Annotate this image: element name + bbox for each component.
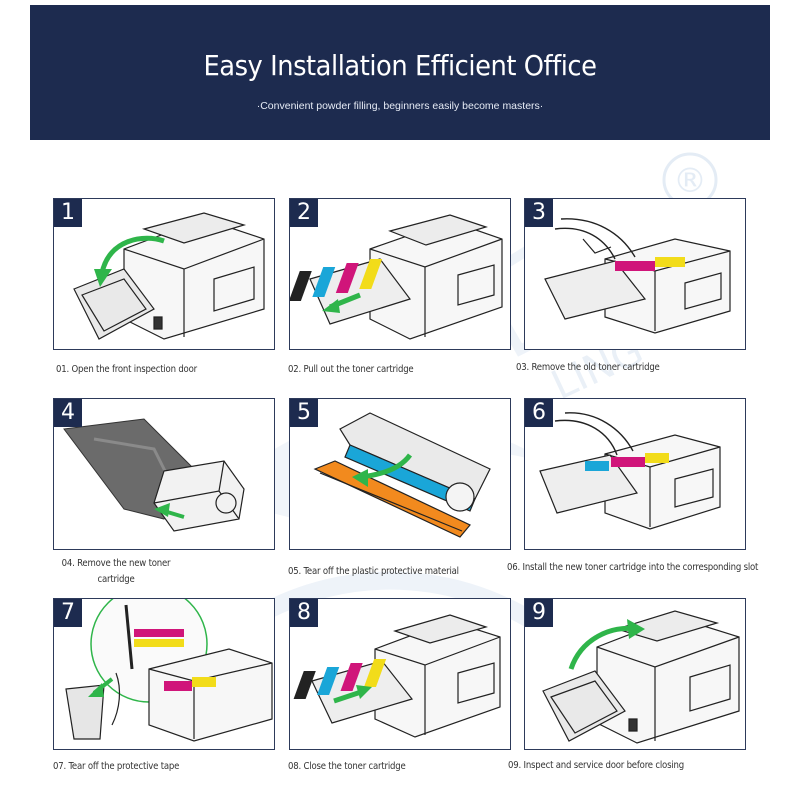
printer-close-toner-illustration	[293, 614, 501, 738]
printer-close-door-illustration	[542, 610, 740, 744]
step-9-panel: 9	[524, 598, 746, 750]
step-1-number: 1	[54, 199, 82, 227]
printer-open-door-illustration	[73, 212, 265, 340]
page-title: Easy Installation Efficient Office	[203, 49, 597, 82]
step-5-caption: 05. Tear off the plastic protective mate…	[288, 566, 459, 577]
step-1-panel: 1	[53, 198, 275, 350]
tear-protective-tape-illustration	[65, 599, 273, 742]
step-5-number: 5	[290, 399, 318, 427]
printer-remove-old-toner-illustration	[544, 218, 731, 334]
header-banner: Easy Installation Efficient Office ·Conv…	[30, 5, 770, 140]
step-4-caption: 04. Remove the new toner cartridge	[61, 558, 171, 585]
step-8-caption: 08. Close the toner cartridge	[288, 761, 406, 772]
step-9-caption: 09. Inspect and service door before clos…	[508, 760, 684, 771]
step-2-caption: 02. Pull out the toner cartridge	[288, 364, 414, 375]
printer-pull-toner-illustration	[290, 214, 503, 340]
step-6-number: 6	[525, 399, 553, 427]
step-2-number: 2	[290, 199, 318, 227]
step-7-panel: 7	[53, 598, 275, 750]
step-4-panel: 4	[53, 398, 275, 550]
step-6-panel: 6	[524, 398, 746, 550]
page-subtitle: ·Convenient powder filling, beginners ea…	[256, 100, 544, 112]
step-3-caption: 03. Remove the old toner cartridge	[516, 362, 660, 373]
step-5-panel: 5	[289, 398, 511, 550]
step-1-caption: 01. Open the front inspection door	[56, 364, 197, 375]
toner-protective-cover-illustration	[313, 412, 491, 538]
printer-install-toner-illustration	[539, 412, 721, 530]
new-toner-bag-illustration	[63, 418, 245, 532]
step-7-number: 7	[54, 599, 82, 627]
step-2-panel: 2	[289, 198, 511, 350]
step-3-number: 3	[525, 199, 553, 227]
step-8-number: 8	[290, 599, 318, 627]
step-4-number: 4	[54, 399, 82, 427]
step-7-caption: 07. Tear off the protective tape	[53, 761, 180, 772]
watermark-mark: ®	[673, 161, 707, 201]
step-9-number: 9	[525, 599, 553, 627]
step-3-panel: 3	[524, 198, 746, 350]
step-6-caption: 06. Install the new toner cartridge into…	[507, 562, 759, 573]
step-8-panel: 8	[289, 598, 511, 750]
